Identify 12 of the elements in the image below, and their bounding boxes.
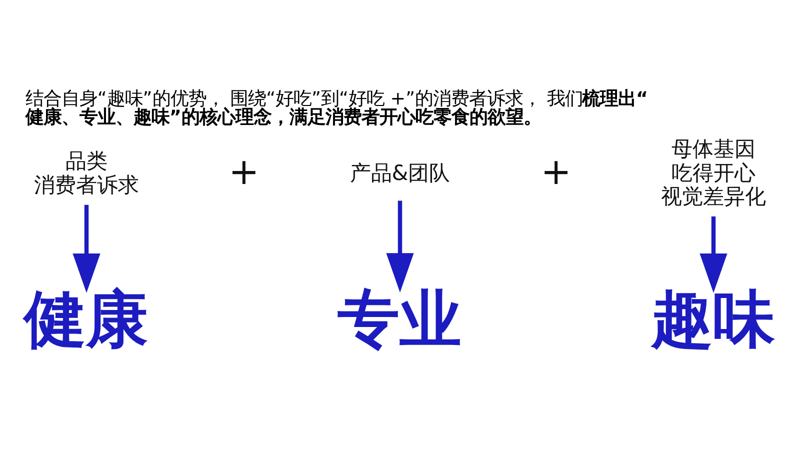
node-text: 健康: [24, 282, 148, 355]
label: +: [228, 149, 260, 192]
node-text: 品类 消费者诉求: [34, 147, 140, 196]
node-text: 产品&团队: [350, 159, 450, 184]
node-text: 专业: [337, 282, 462, 355]
arrow: [386, 200, 414, 292]
node-text: 趣味: [650, 282, 775, 355]
arrow: [700, 216, 728, 292]
node-text: 母体基因 吃得开心 视觉差异化: [660, 135, 766, 208]
diagram-title: 结合自身“趣味”的优势， 围绕“好吃”到“好吃 +”的消费者诉求， 我们梳理出“健康、专业、趣味”的核心理念，满足消费者开心吃零食的欲望。: [25, 88, 648, 128]
label: +: [540, 149, 572, 192]
arrow: [72, 204, 100, 292]
